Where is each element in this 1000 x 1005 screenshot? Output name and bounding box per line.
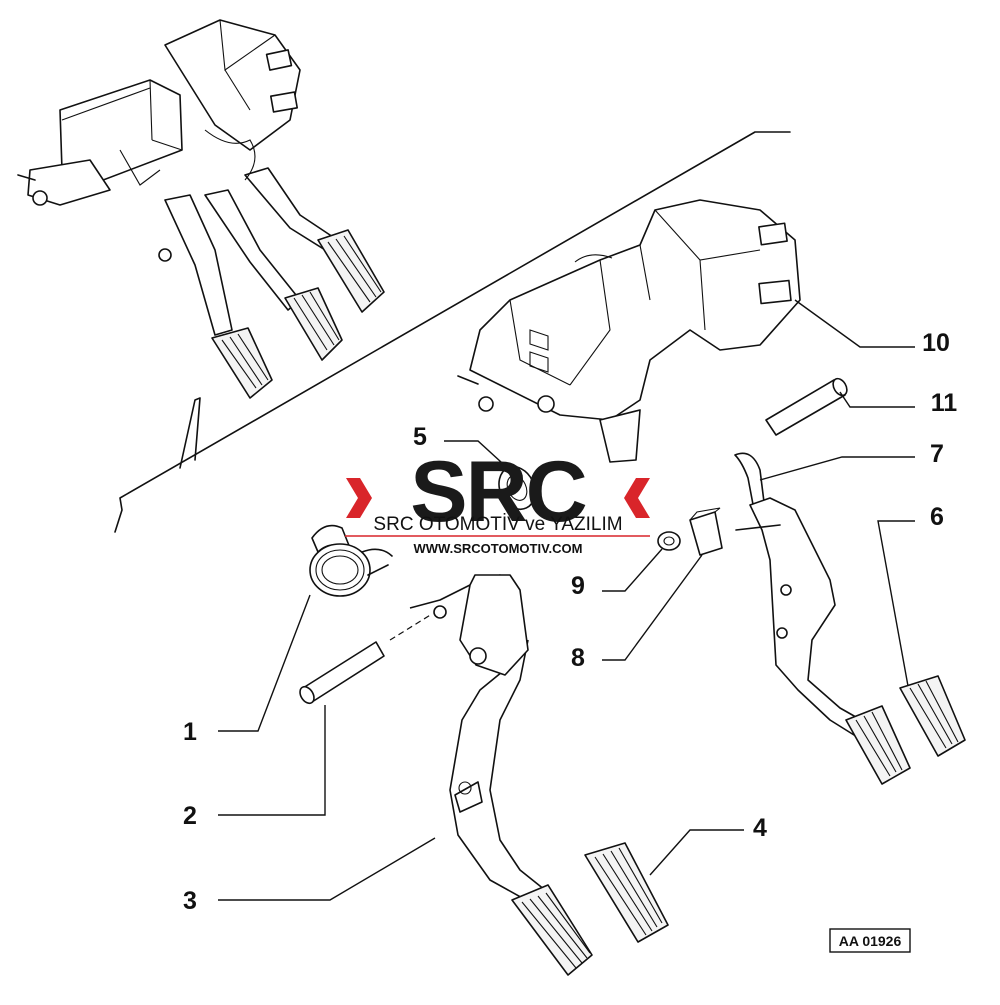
src-watermark-logo: SRC SRC OTOMOTİV ve YAZILIM WWW.SRCOTOMO… <box>345 444 650 556</box>
left-chevron-mark <box>346 478 372 518</box>
callout-1: 1 <box>183 718 197 746</box>
clip-part-8 <box>689 507 723 556</box>
callout-5: 5 <box>413 423 427 451</box>
assembled-pedal-box-illustration <box>17 19 385 399</box>
view-break-mark <box>179 397 201 469</box>
callout-numbers: 1 2 3 4 5 6 7 8 9 10 11 <box>183 329 957 915</box>
pivot-pin-part-11 <box>765 377 848 436</box>
callout-2: 2 <box>183 802 197 830</box>
watermark-logo-text: SRC <box>410 444 586 540</box>
callout-10: 10 <box>922 329 950 357</box>
callout-9: 9 <box>571 572 585 600</box>
pedal-pad-part-4 <box>584 842 669 943</box>
callout-8: 8 <box>571 644 585 672</box>
callout-3: 3 <box>183 887 197 915</box>
return-spring-part-1 <box>309 524 393 597</box>
right-chevron-mark <box>624 478 650 518</box>
watermark-website: WWW.SRCOTOMOTIV.COM <box>414 541 583 556</box>
washer-part-9 <box>657 531 681 551</box>
clutch-pedal-arm-part-3 <box>409 574 593 976</box>
view-separator-line <box>114 131 791 533</box>
reference-code-box: AA 01926 <box>829 928 911 953</box>
pedal-bracket-housing-illustration <box>457 199 801 463</box>
leader-lines <box>218 299 915 901</box>
watermark-company-name: SRC OTOMOTİV ve YAZILIM <box>373 514 622 535</box>
callout-4: 4 <box>753 814 767 842</box>
brake-pedal-arm-part-6 <box>735 497 966 785</box>
callout-7: 7 <box>930 440 944 468</box>
pivot-pin-part-2 <box>299 613 433 705</box>
reference-code: AA 01926 <box>839 933 902 949</box>
callout-6: 6 <box>930 503 944 531</box>
callout-11: 11 <box>931 389 958 417</box>
